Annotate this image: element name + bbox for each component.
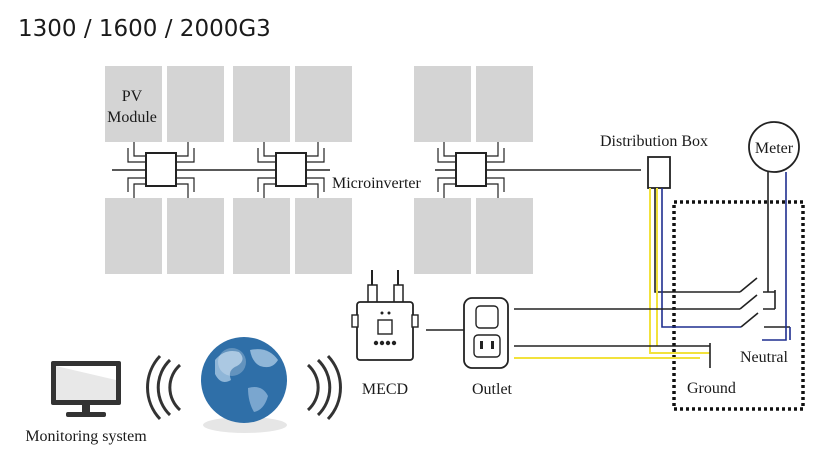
outlet-icon: [463, 297, 509, 369]
pv-module-label-line2: Module: [107, 109, 157, 126]
pv-panel: [167, 66, 224, 142]
meter-label: Meter: [755, 140, 794, 157]
microinverter-icon: [127, 142, 195, 198]
meter-icon: [748, 121, 800, 173]
pv-panel: [105, 66, 162, 142]
wireless-signal-icon: [146, 354, 182, 421]
neutral-wire: [661, 188, 741, 328]
distribution-box-label: Distribution Box: [600, 133, 708, 150]
meter-neutral-wire: [762, 172, 791, 341]
ground-label: Ground: [687, 380, 736, 397]
pv-panel: [476, 66, 533, 142]
pv-panel: [233, 198, 290, 274]
microinverter-icon: [257, 142, 325, 198]
microinverter-label: Microinverter: [332, 175, 422, 192]
monitor-icon: [51, 361, 121, 417]
pv-panel: [476, 198, 533, 274]
outlet-label: Outlet: [472, 381, 513, 398]
line-wire: [654, 188, 740, 293]
ground-wire: [649, 188, 710, 354]
mecd-device-icon: [351, 270, 419, 361]
wireless-signal-icon: [306, 354, 342, 421]
pv-panel: [414, 66, 471, 142]
pv-panel: [414, 198, 471, 274]
pv-array-3: [414, 66, 533, 274]
breaker-panel-enclosure: [672, 200, 805, 411]
pv-panel: [233, 66, 290, 142]
microinverter-icon: [437, 142, 505, 198]
pv-panel: [295, 66, 352, 142]
monitoring-system-label: Monitoring system: [25, 428, 147, 445]
breaker-switch-icon: [739, 277, 790, 328]
diagram-title: 1300 / 1600 / 2000G3: [18, 16, 271, 42]
pv-array-1: [105, 66, 224, 274]
pv-module-label-line1: PV: [122, 88, 143, 105]
distribution-box-icon: [647, 156, 671, 189]
pv-panel: [105, 198, 162, 274]
pv-array-2: [233, 66, 352, 274]
pv-panel: [295, 198, 352, 274]
globe-icon: [201, 337, 287, 433]
mecd-label: MECD: [362, 381, 408, 398]
neutral-label: Neutral: [740, 349, 789, 366]
pv-panel: [167, 198, 224, 274]
